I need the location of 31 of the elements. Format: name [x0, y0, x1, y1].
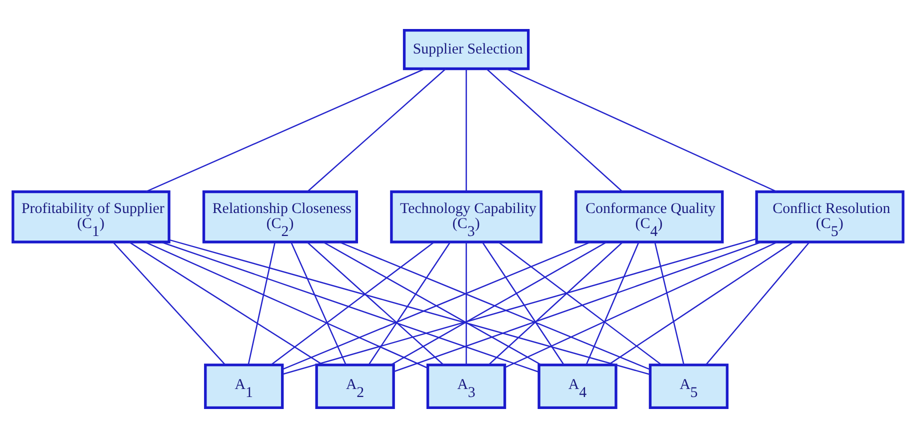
connector — [282, 238, 757, 374]
connector — [270, 241, 434, 365]
node-box: Supplier Selection — [402, 28, 530, 70]
connector — [482, 241, 564, 364]
connector — [506, 68, 777, 192]
connector — [608, 241, 794, 365]
connector — [488, 241, 623, 365]
connector — [654, 242, 684, 364]
connector — [706, 241, 810, 365]
connector — [128, 241, 324, 365]
connector — [368, 241, 451, 364]
connector — [168, 238, 650, 375]
connector — [466, 242, 467, 364]
connector — [160, 240, 540, 372]
connector — [144, 241, 428, 368]
connector — [248, 242, 276, 364]
connector — [307, 68, 446, 192]
connector — [338, 241, 650, 370]
connector — [290, 242, 346, 364]
connector — [394, 240, 762, 372]
connector — [486, 68, 623, 192]
connector — [146, 68, 425, 192]
connector — [306, 241, 444, 365]
connector — [586, 242, 640, 364]
connector — [282, 241, 591, 370]
connector — [504, 241, 778, 368]
connector — [498, 241, 662, 365]
connector — [390, 241, 607, 365]
connector — [466, 68, 467, 192]
connector — [112, 241, 226, 365]
connector — [322, 241, 542, 365]
